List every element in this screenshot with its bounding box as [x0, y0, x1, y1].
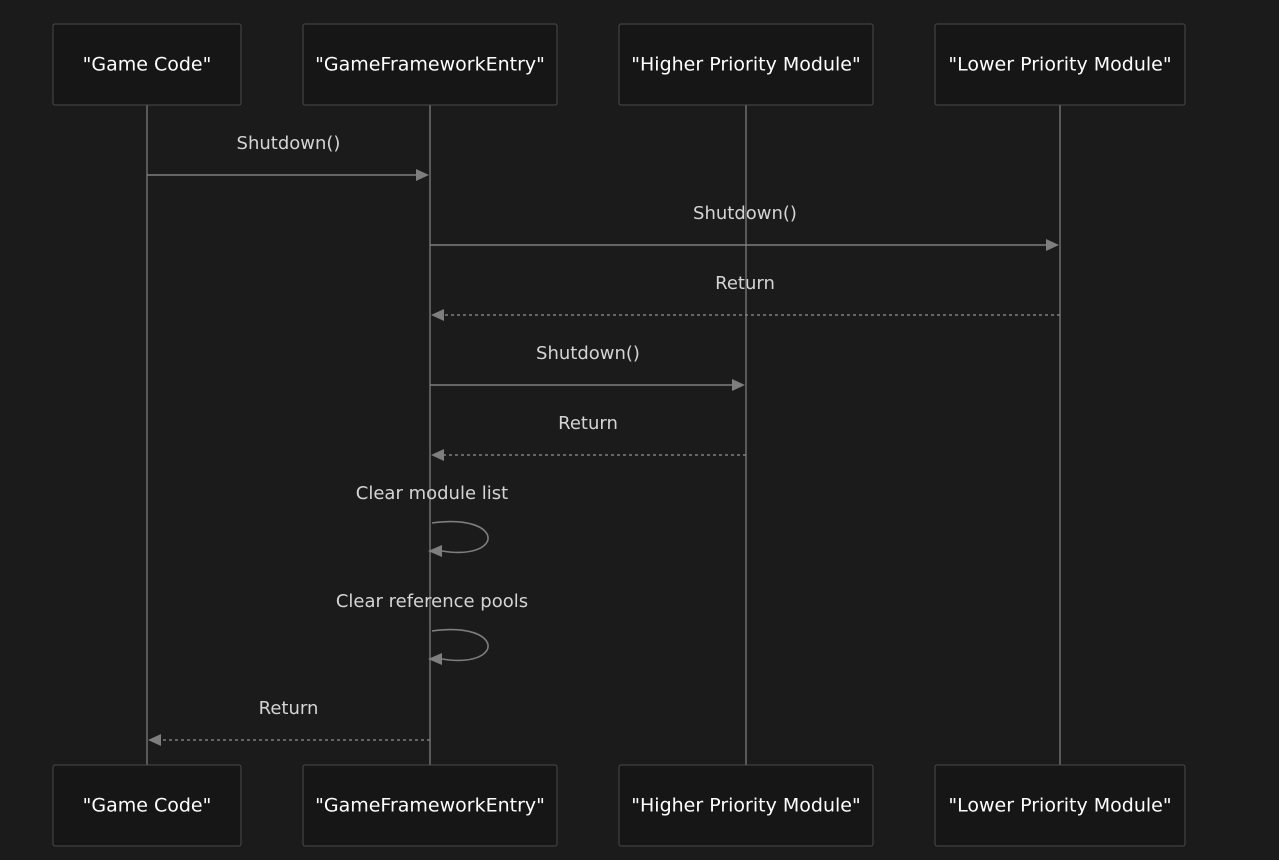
- actor-top-high: "Higher Priority Module": [618, 23, 874, 106]
- message-label: Return: [558, 413, 618, 434]
- message-arrowhead: [428, 653, 442, 665]
- actor-label: "GameFrameworkEntry": [315, 795, 545, 817]
- message-8: Return: [148, 698, 430, 746]
- actor-box: [302, 23, 558, 106]
- actor-bottom-high: "Higher Priority Module": [618, 764, 874, 847]
- actor-top-game: "Game Code": [52, 23, 242, 106]
- actor-box: [934, 23, 1186, 106]
- actor-bottom-entry: "GameFrameworkEntry": [302, 764, 558, 847]
- actor-label: "GameFrameworkEntry": [315, 54, 545, 76]
- message-label: Shutdown(): [536, 343, 640, 364]
- actor-label: "Game Code": [83, 54, 212, 76]
- actor-top-low: "Lower Priority Module": [934, 23, 1186, 106]
- message-label: Clear reference pools: [336, 591, 528, 612]
- message-line: [431, 520, 489, 554]
- actor-box: [618, 23, 874, 106]
- message-label: Return: [715, 273, 775, 294]
- actor-box: [52, 23, 242, 106]
- message-6: Clear module list: [356, 483, 508, 557]
- message-7: Clear reference pools: [336, 591, 528, 665]
- actor-box: [934, 764, 1186, 847]
- message-label: Clear module list: [356, 483, 508, 504]
- actor-box: [52, 764, 242, 847]
- message-arrowhead: [416, 169, 429, 181]
- actor-label: "Lower Priority Module": [948, 795, 1171, 817]
- actor-label: "Higher Priority Module": [631, 54, 860, 76]
- message-arrowhead: [148, 734, 161, 746]
- message-arrowhead: [431, 309, 444, 321]
- message-3: Return: [431, 273, 1060, 321]
- message-label: Shutdown(): [237, 133, 341, 154]
- message-arrowhead: [1046, 239, 1059, 251]
- message-5: Return: [431, 413, 746, 461]
- message-label: Return: [259, 698, 319, 719]
- actor-top-entry: "GameFrameworkEntry": [302, 23, 558, 106]
- message-arrowhead: [732, 379, 745, 391]
- message-arrowhead: [431, 449, 444, 461]
- actor-bottom-game: "Game Code": [52, 764, 242, 847]
- actor-label: "Lower Priority Module": [948, 54, 1171, 76]
- actor-box: [302, 764, 558, 847]
- message-line: [431, 628, 489, 662]
- message-label: Shutdown(): [693, 203, 797, 224]
- actor-box: [618, 764, 874, 847]
- message-arrowhead: [428, 545, 442, 557]
- message-2: Shutdown(): [430, 203, 1059, 251]
- actor-label: "Higher Priority Module": [631, 795, 860, 817]
- message-4: Shutdown(): [430, 343, 745, 391]
- actor-bottom-low: "Lower Priority Module": [934, 764, 1186, 847]
- actor-label: "Game Code": [83, 795, 212, 817]
- message-1: Shutdown(): [147, 133, 429, 181]
